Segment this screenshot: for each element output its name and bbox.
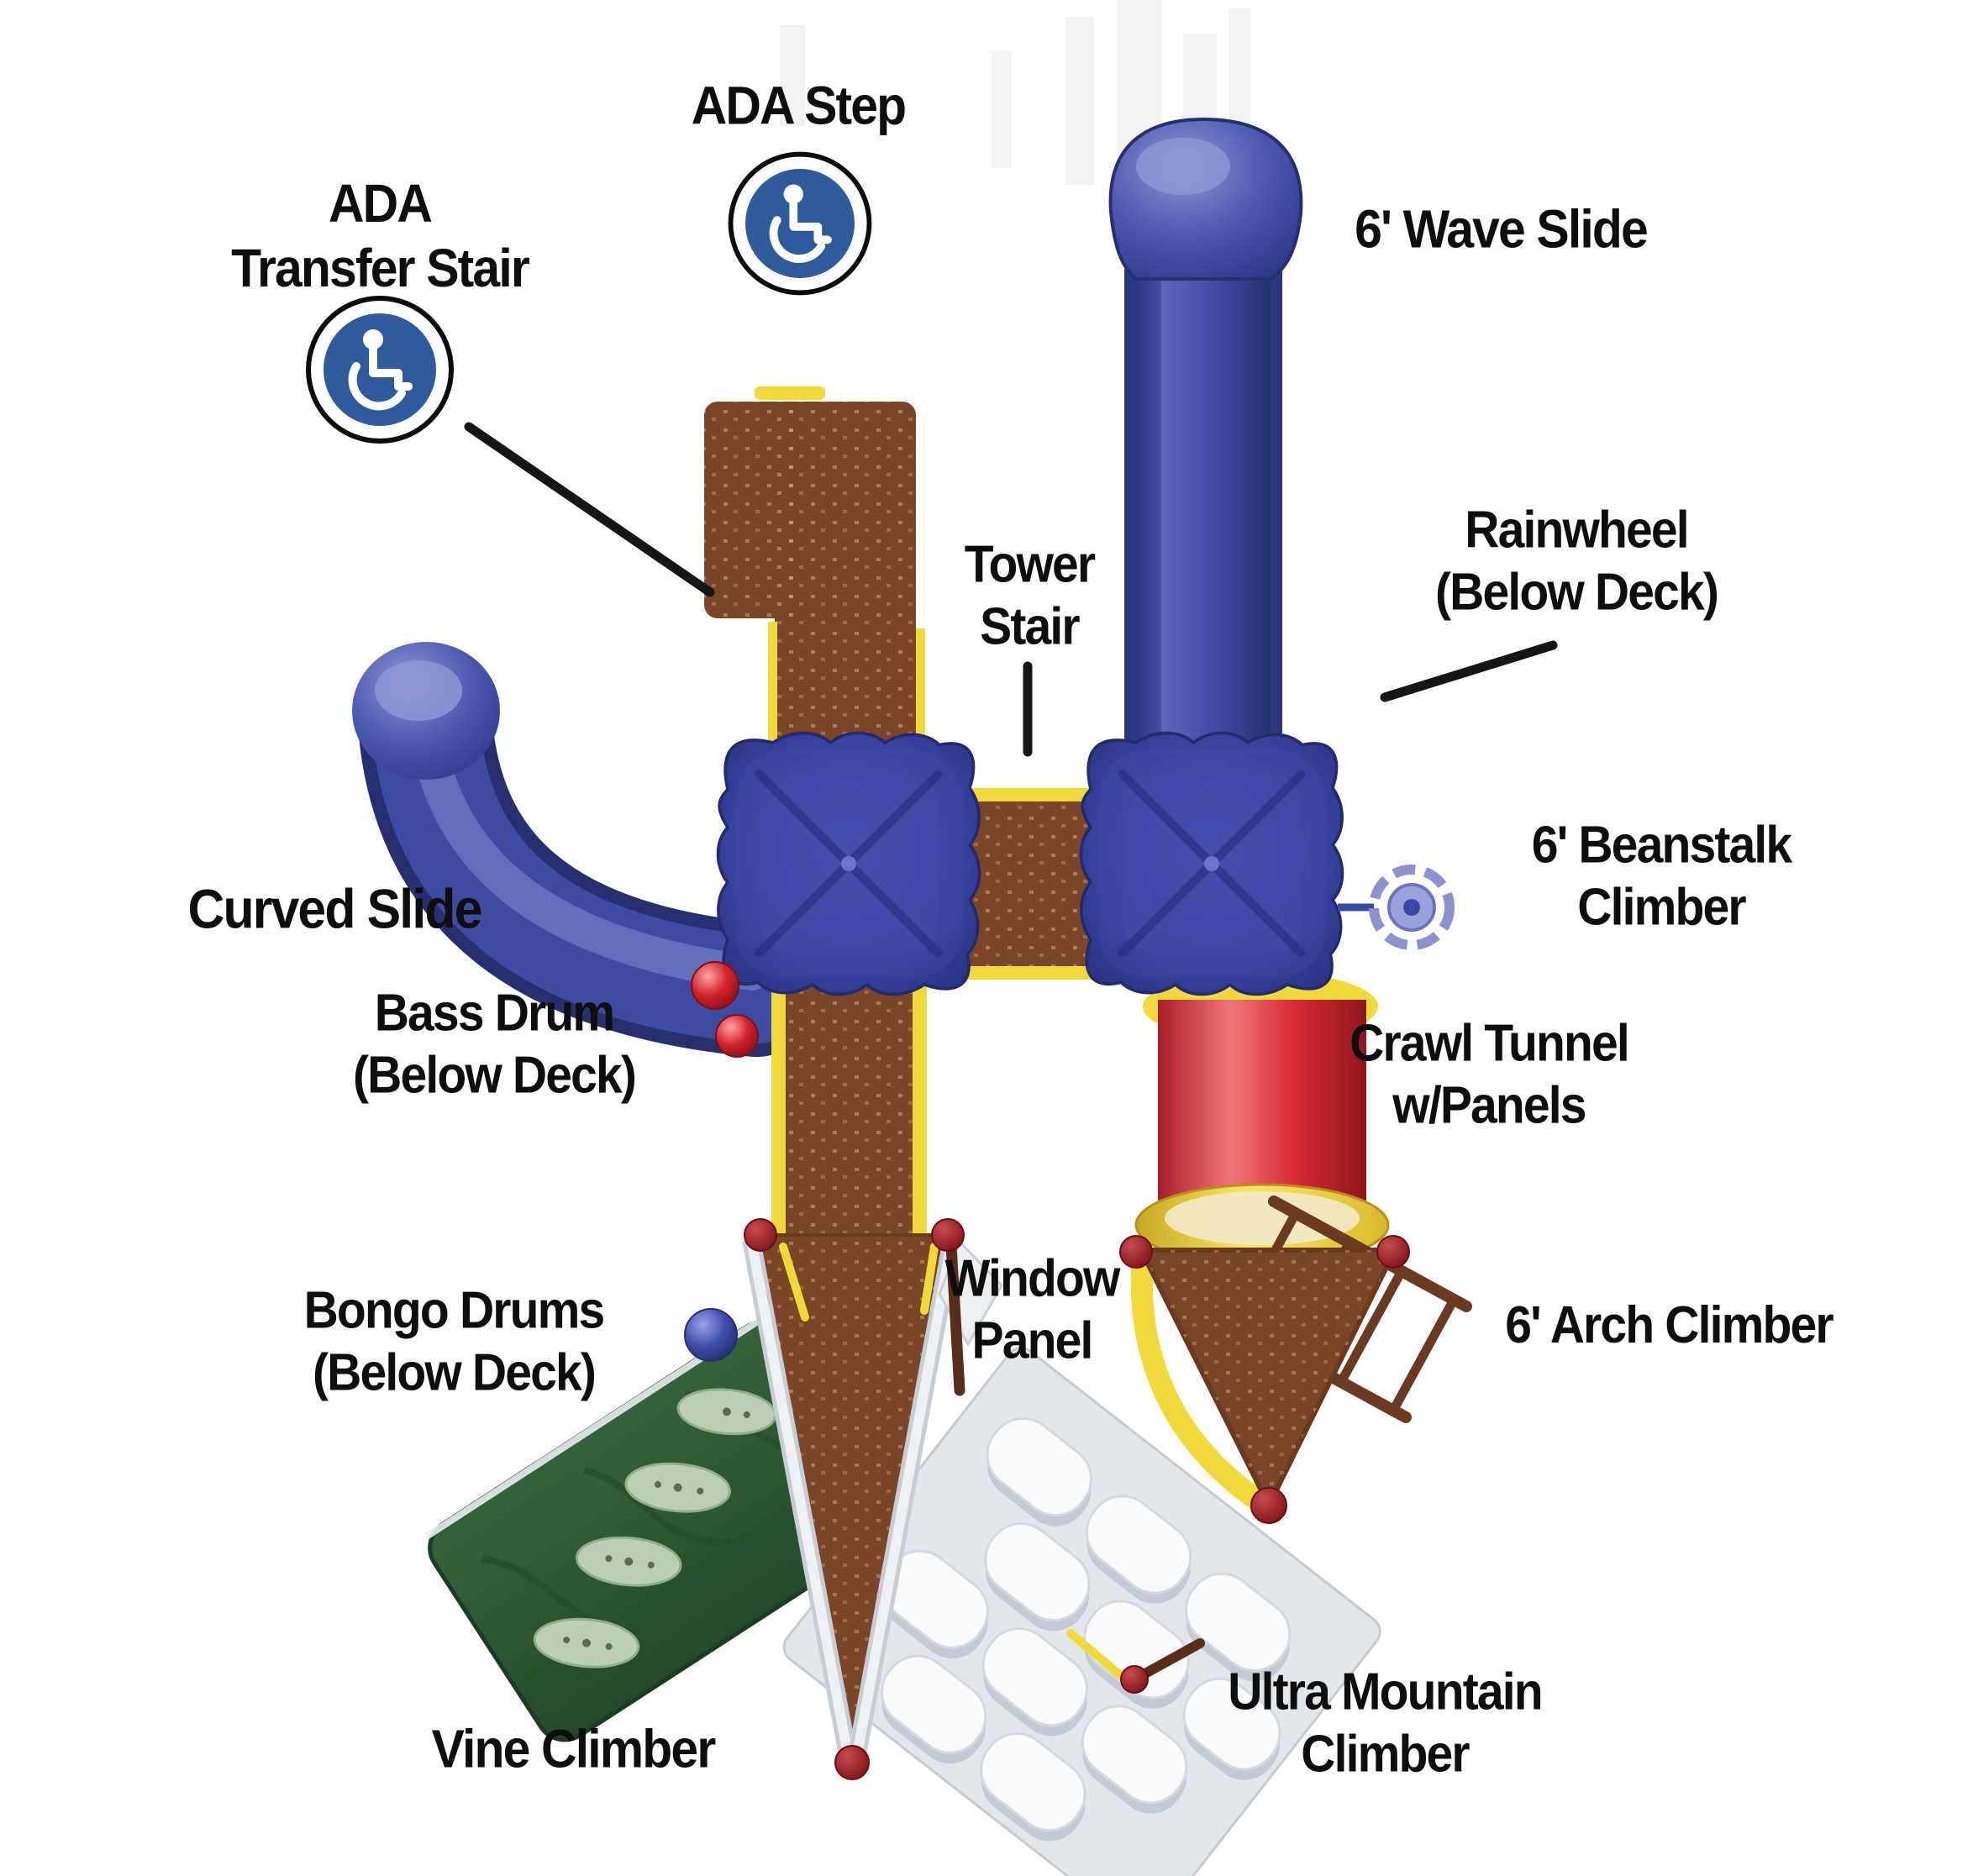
leader-lines <box>464 422 1558 757</box>
tower-stair-ramp <box>704 386 925 765</box>
watermark-smudges <box>780 0 1250 210</box>
label-crawl-tunnel: Crawl Tunnel w/Panels <box>1350 1014 1630 1135</box>
wave-slide <box>1108 117 1303 763</box>
label-window-panel: Window Panel <box>944 1249 1120 1370</box>
label-ada-step: ADA Step <box>691 75 907 136</box>
leader-rainwheel <box>1380 640 1558 702</box>
label-wave-slide: 6' Wave Slide <box>1355 198 1649 260</box>
label-rainwheel: Rainwheel (Below Deck) <box>1434 501 1719 622</box>
label-bass-drum: Bass Drum (Below Deck) <box>352 984 637 1105</box>
lower-ramp-deck <box>742 981 961 1766</box>
left-tower-roof <box>718 733 980 995</box>
label-arch-climber: 6' Arch Climber <box>1505 1295 1834 1354</box>
bongo-drum-ball <box>684 1308 738 1362</box>
label-bongo-drums: Bongo Drums (Below Deck) <box>303 1281 606 1402</box>
ada-transfer-icon <box>308 298 451 441</box>
beanstalk-climber <box>1338 864 1455 950</box>
label-ultra-mountain-climber: Ultra Mountain Climber <box>1228 1663 1543 1784</box>
label-vine-climber: Vine Climber <box>431 1718 717 1779</box>
label-ada-transfer-stair: ADA Transfer Stair <box>231 173 530 298</box>
triangle-deck <box>1130 1245 1397 1513</box>
label-beanstalk-climber: 6' Beanstalk Climber <box>1531 816 1792 937</box>
crawl-tunnel <box>1134 1000 1390 1267</box>
window-panel <box>938 1239 1003 1396</box>
leader-ada-transfer <box>464 422 715 597</box>
right-tower-roof <box>1081 733 1343 995</box>
bass-drum-balls <box>691 961 759 1058</box>
ada-step-icon <box>731 155 870 293</box>
label-curved-slide: Curved Slide <box>187 877 482 940</box>
bridge-deck <box>966 788 1092 980</box>
curved-slide <box>352 642 823 1057</box>
label-tower-stair: Tower Stair <box>964 535 1096 656</box>
connector-knobs <box>744 1218 1410 1780</box>
deck-supports <box>779 1243 1129 1683</box>
